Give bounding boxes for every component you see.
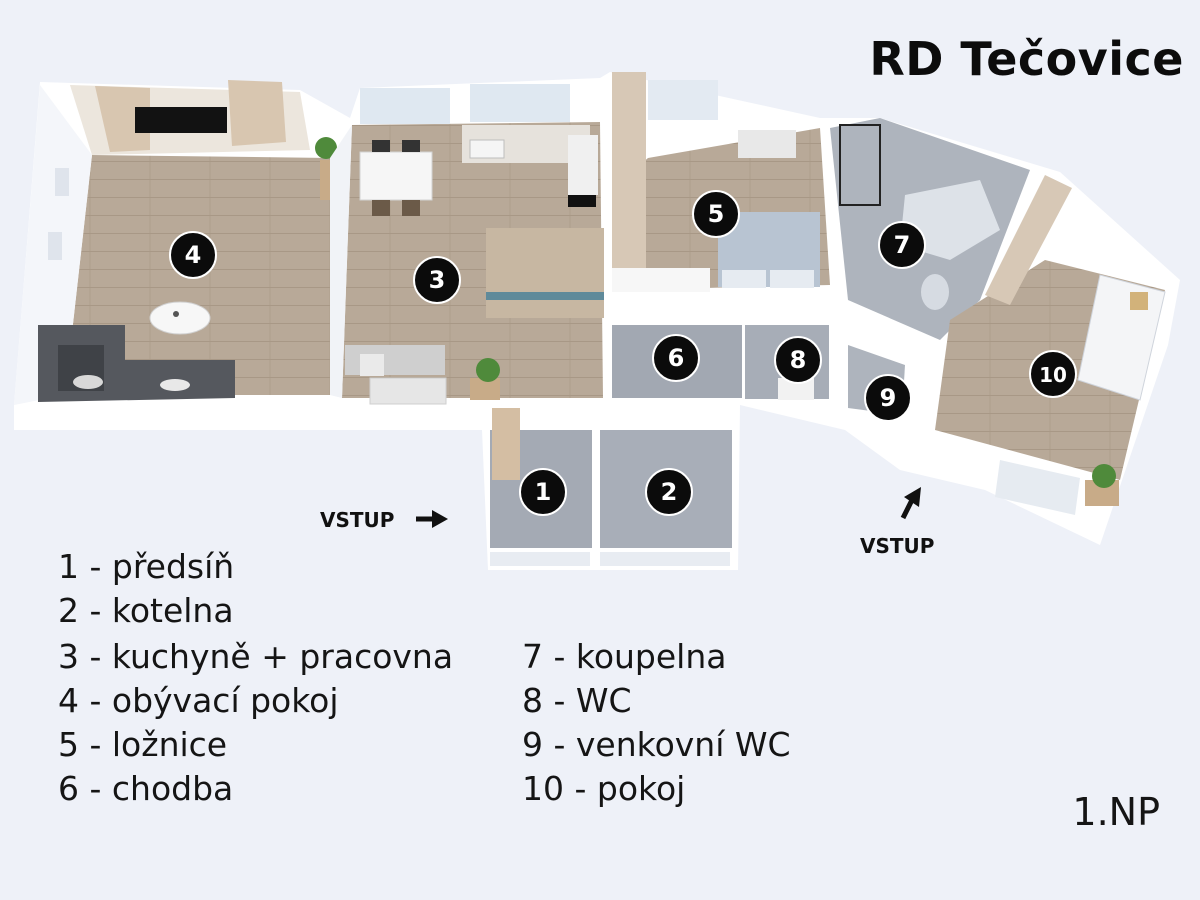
entry-label-left: VSTUP <box>320 508 395 532</box>
room-marker-9 <box>864 374 912 422</box>
room-marker-label: 9 <box>880 384 897 412</box>
room-hallway <box>490 408 592 566</box>
entry-arrow-left <box>416 510 448 528</box>
entry-arrow-right <box>900 487 921 520</box>
room-marker-5 <box>692 190 740 238</box>
room-marker-label: 10 <box>1039 363 1067 387</box>
room-marker-6 <box>652 334 700 382</box>
kitchen-island <box>486 228 604 318</box>
room-marker-7 <box>878 221 926 269</box>
legend-item: 4 - obývací pokoj <box>58 681 339 720</box>
legend-item: 6 - chodba <box>58 769 234 808</box>
room-marker-1 <box>519 468 567 516</box>
room-bedroom <box>612 72 830 292</box>
room-kitchen <box>330 84 604 405</box>
legend-item: 10 - pokoj <box>522 769 686 808</box>
room-marker-label: 6 <box>668 344 685 372</box>
room-marker-label: 7 <box>894 231 911 259</box>
room-marker-label: 1 <box>535 478 552 506</box>
dining-table <box>359 151 433 201</box>
room-markers: 1 2 3 4 5 6 7 8 9 10 <box>169 190 1077 516</box>
room-marker-4 <box>169 231 217 279</box>
room-marker-label: 3 <box>429 266 446 294</box>
page-title: RD Tečovice <box>869 32 1184 86</box>
legend-item: 7 - koupelna <box>522 637 727 676</box>
room-marker-label: 5 <box>708 200 725 228</box>
floor-label: 1.NP <box>1072 790 1160 834</box>
room-marker-label: 2 <box>661 478 678 506</box>
room-marker-label: 8 <box>790 346 807 374</box>
coffee-table <box>149 301 211 335</box>
legend-item: 5 - ložnice <box>58 725 228 764</box>
legend-item: 9 - venkovní WC <box>522 725 791 764</box>
room-marker-3 <box>413 256 461 304</box>
legend-item: 1 - předsíň <box>58 547 235 586</box>
room-marker-label: 4 <box>185 241 202 269</box>
legend-item: 8 - WC <box>522 681 632 720</box>
room-living <box>14 80 342 405</box>
legend-item: 3 - kuchyně + pracovna <box>58 637 454 676</box>
entry-label-right: VSTUP <box>860 534 935 558</box>
room-marker-10 <box>1029 350 1077 398</box>
legend-item: 2 - kotelna <box>58 591 234 630</box>
room-marker-8 <box>774 336 822 384</box>
room-marker-2 <box>645 468 693 516</box>
tv <box>135 107 227 133</box>
